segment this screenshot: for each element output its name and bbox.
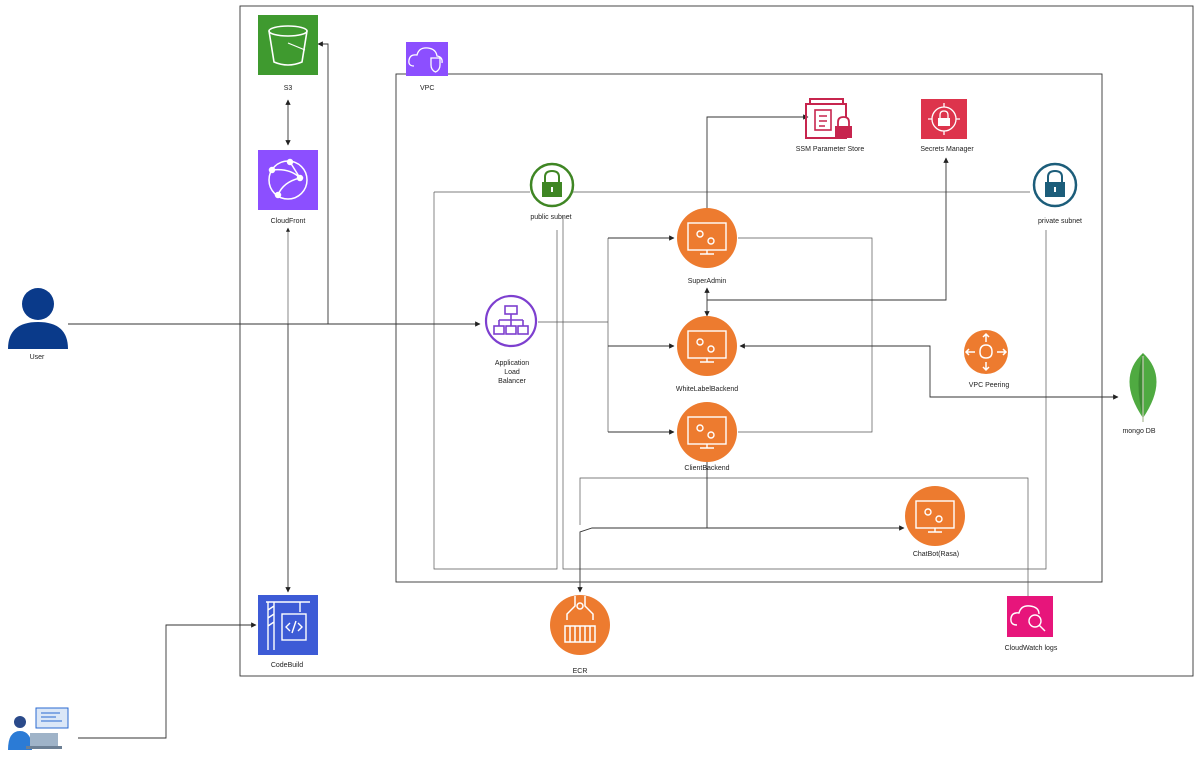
alb-label-line1: Application	[495, 360, 529, 367]
s3-label: S3	[284, 85, 293, 92]
developer-node[interactable]	[8, 707, 69, 750]
ecr-node[interactable]: ECR	[550, 595, 610, 675]
cloudwatch-label: CloudWatch logs	[1005, 645, 1058, 652]
peering-arrows-icon	[964, 332, 1008, 372]
private-subnet-region	[562, 216, 1047, 570]
connector-alb-backends	[538, 238, 609, 432]
lock-icon	[1045, 169, 1065, 197]
bucket-icon	[268, 25, 308, 66]
chatbot-area-region	[579, 477, 1029, 596]
monitor-gears-icon	[687, 330, 727, 363]
s3-node[interactable]: S3	[258, 15, 318, 92]
mongodb-label: mongo DB	[1122, 428, 1155, 435]
whitelabel-backend-label: WhiteLabelBackend	[676, 386, 738, 393]
monitor-gears-icon	[687, 222, 727, 255]
ssm-node[interactable]: SSM Parameter Store	[796, 98, 865, 153]
monitor-gears-icon	[915, 500, 955, 533]
public-subnet-label: public subnet	[530, 214, 571, 221]
monitor-gears-icon	[687, 416, 727, 449]
aws-cloud-boundary	[239, 5, 1194, 677]
codebuild-label: CodeBuild	[271, 662, 303, 669]
cloud-magnifier-icon	[1010, 605, 1046, 632]
alb-label-line3: Balancer	[498, 378, 526, 385]
superadmin-node[interactable]: SuperAdmin	[677, 208, 737, 285]
chatbot-node[interactable]: ChatBot(Rasa)	[905, 486, 965, 558]
connector-secrets	[707, 157, 949, 301]
cloudfront-node[interactable]: CloudFront	[258, 150, 318, 225]
vpc-peering-label: VPC Peering	[969, 382, 1010, 389]
secrets-manager-label: Secrets Manager	[920, 146, 974, 153]
cloudfront-label: CloudFront	[271, 218, 306, 225]
globe-network-icon	[268, 158, 308, 200]
mongodb-node[interactable]: mongo DB	[1122, 353, 1157, 435]
leaf-icon	[1129, 353, 1157, 422]
whitelabel-backend-node[interactable]: WhiteLabelBackend	[676, 316, 738, 393]
ssm-label: SSM Parameter Store	[796, 146, 865, 153]
secrets-manager-node[interactable]: Secrets Manager	[920, 99, 974, 153]
client-backend-label: ClientBackend	[684, 465, 729, 472]
ecr-label: ECR	[573, 668, 588, 675]
vpc-peering-node[interactable]: VPC Peering	[964, 330, 1009, 389]
cloud-shield-icon	[408, 47, 443, 73]
container-robot-arm-icon	[564, 596, 596, 643]
private-subnet-node[interactable]: private subnet	[1032, 162, 1082, 225]
hierarchy-icon	[493, 305, 529, 335]
connector-client-chatbot	[577, 462, 708, 593]
person-icon	[8, 288, 68, 349]
client-backend-node[interactable]: ClientBackend	[677, 402, 737, 472]
cloudwatch-node[interactable]: CloudWatch logs	[1005, 596, 1058, 652]
private-subnet-label: private subnet	[1038, 218, 1082, 225]
connector-whitelabel-mongo	[739, 343, 1119, 400]
connector-superadmin-ssm	[706, 114, 809, 208]
user-label: User	[30, 354, 45, 361]
public-subnet-region	[433, 191, 1030, 570]
connector-backend-loop	[738, 237, 873, 433]
vpc-node[interactable]: VPC	[406, 42, 448, 92]
codebuild-node[interactable]: CodeBuild	[258, 595, 318, 669]
user-node[interactable]: User	[8, 288, 68, 361]
lock-icon	[542, 169, 562, 197]
alb-label-line2: Load	[504, 369, 520, 376]
connector-codebuild-s3	[285, 41, 329, 593]
vpc-label: VPC	[420, 85, 434, 92]
connector-developer-codebuild	[78, 622, 257, 739]
developer-laptop-icon	[8, 707, 69, 750]
public-subnet-node[interactable]: public subnet	[529, 162, 575, 221]
document-lock-icon	[805, 98, 852, 139]
superadmin-label: SuperAdmin	[688, 278, 727, 285]
chatbot-label: ChatBot(Rasa)	[913, 551, 959, 558]
crane-code-icon	[266, 601, 310, 650]
alb-node[interactable]: Application Load Balancer	[484, 294, 538, 385]
vpc-boundary	[395, 73, 1103, 583]
secrets-lock-icon	[928, 103, 960, 135]
